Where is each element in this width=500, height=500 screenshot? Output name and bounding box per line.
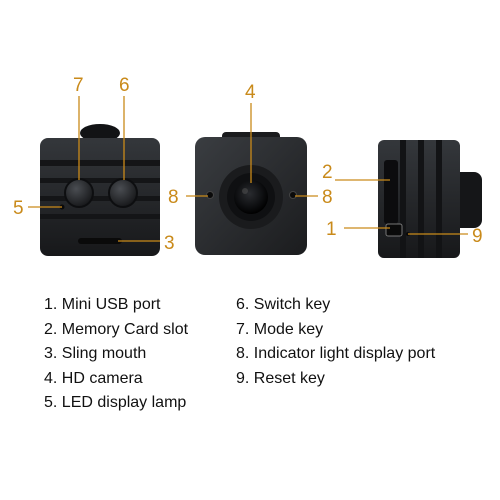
rib — [40, 160, 160, 166]
mini-usb-port — [385, 223, 403, 237]
legend-item-reset-key: 9. Reset key — [236, 369, 325, 387]
legend-item-indicator-light-display-port: 8. Indicator light display port — [236, 345, 436, 362]
side-view — [378, 140, 482, 258]
mode-button[interactable] — [64, 178, 94, 208]
hd-camera-lens — [234, 180, 268, 214]
callout-lines — [28, 96, 468, 242]
sling-mouth — [78, 238, 122, 244]
callout-9: 9 — [472, 226, 483, 247]
legend-item-switch-key: 6. Switch key — [236, 296, 331, 313]
callout-8-right: 8 — [322, 187, 333, 208]
legend-right-column: 6. Switch key 7. Mode key 8. Indicator l… — [236, 293, 435, 391]
callout-7: 7 — [73, 75, 84, 96]
legend-item-mode-key: 7. Mode key — [236, 320, 324, 338]
callout-1: 1 — [326, 219, 337, 240]
legend-item-sling-mouth: 3. Sling mouth — [44, 345, 147, 362]
callout-3: 3 — [164, 233, 175, 254]
legend-item-led-display-lamp: 5. LED display lamp — [44, 394, 187, 411]
rib — [40, 196, 160, 201]
switch-button[interactable] — [108, 178, 138, 208]
legend-left-column: 1. Mini USB port 2. Memory Card slot 3. … — [44, 293, 188, 416]
indicator-light-right — [289, 191, 297, 199]
callout-4: 4 — [245, 82, 256, 103]
top-knob — [80, 124, 120, 142]
lens-glint — [242, 188, 248, 194]
callout-6: 6 — [119, 75, 130, 96]
legend-item-mini-usb-port: 1. Mini USB port — [44, 296, 161, 313]
rib — [436, 140, 442, 258]
memory-card-slot — [384, 160, 398, 224]
back-view — [40, 124, 160, 256]
rib — [40, 178, 160, 183]
rib — [400, 140, 406, 258]
rib — [418, 140, 424, 258]
indicator-light-left — [206, 191, 214, 199]
camera-views-illustration: 7 6 5 3 4 8 8 2 1 9 — [13, 75, 483, 258]
callout-8-left: 8 — [168, 187, 179, 208]
callout-2: 2 — [322, 162, 333, 183]
legend-item-memory-card-slot: 2. Memory Card slot — [44, 320, 189, 338]
callout-5: 5 — [13, 198, 24, 219]
rib — [40, 214, 160, 219]
legend-item-hd-camera: 4. HD camera — [44, 369, 143, 387]
